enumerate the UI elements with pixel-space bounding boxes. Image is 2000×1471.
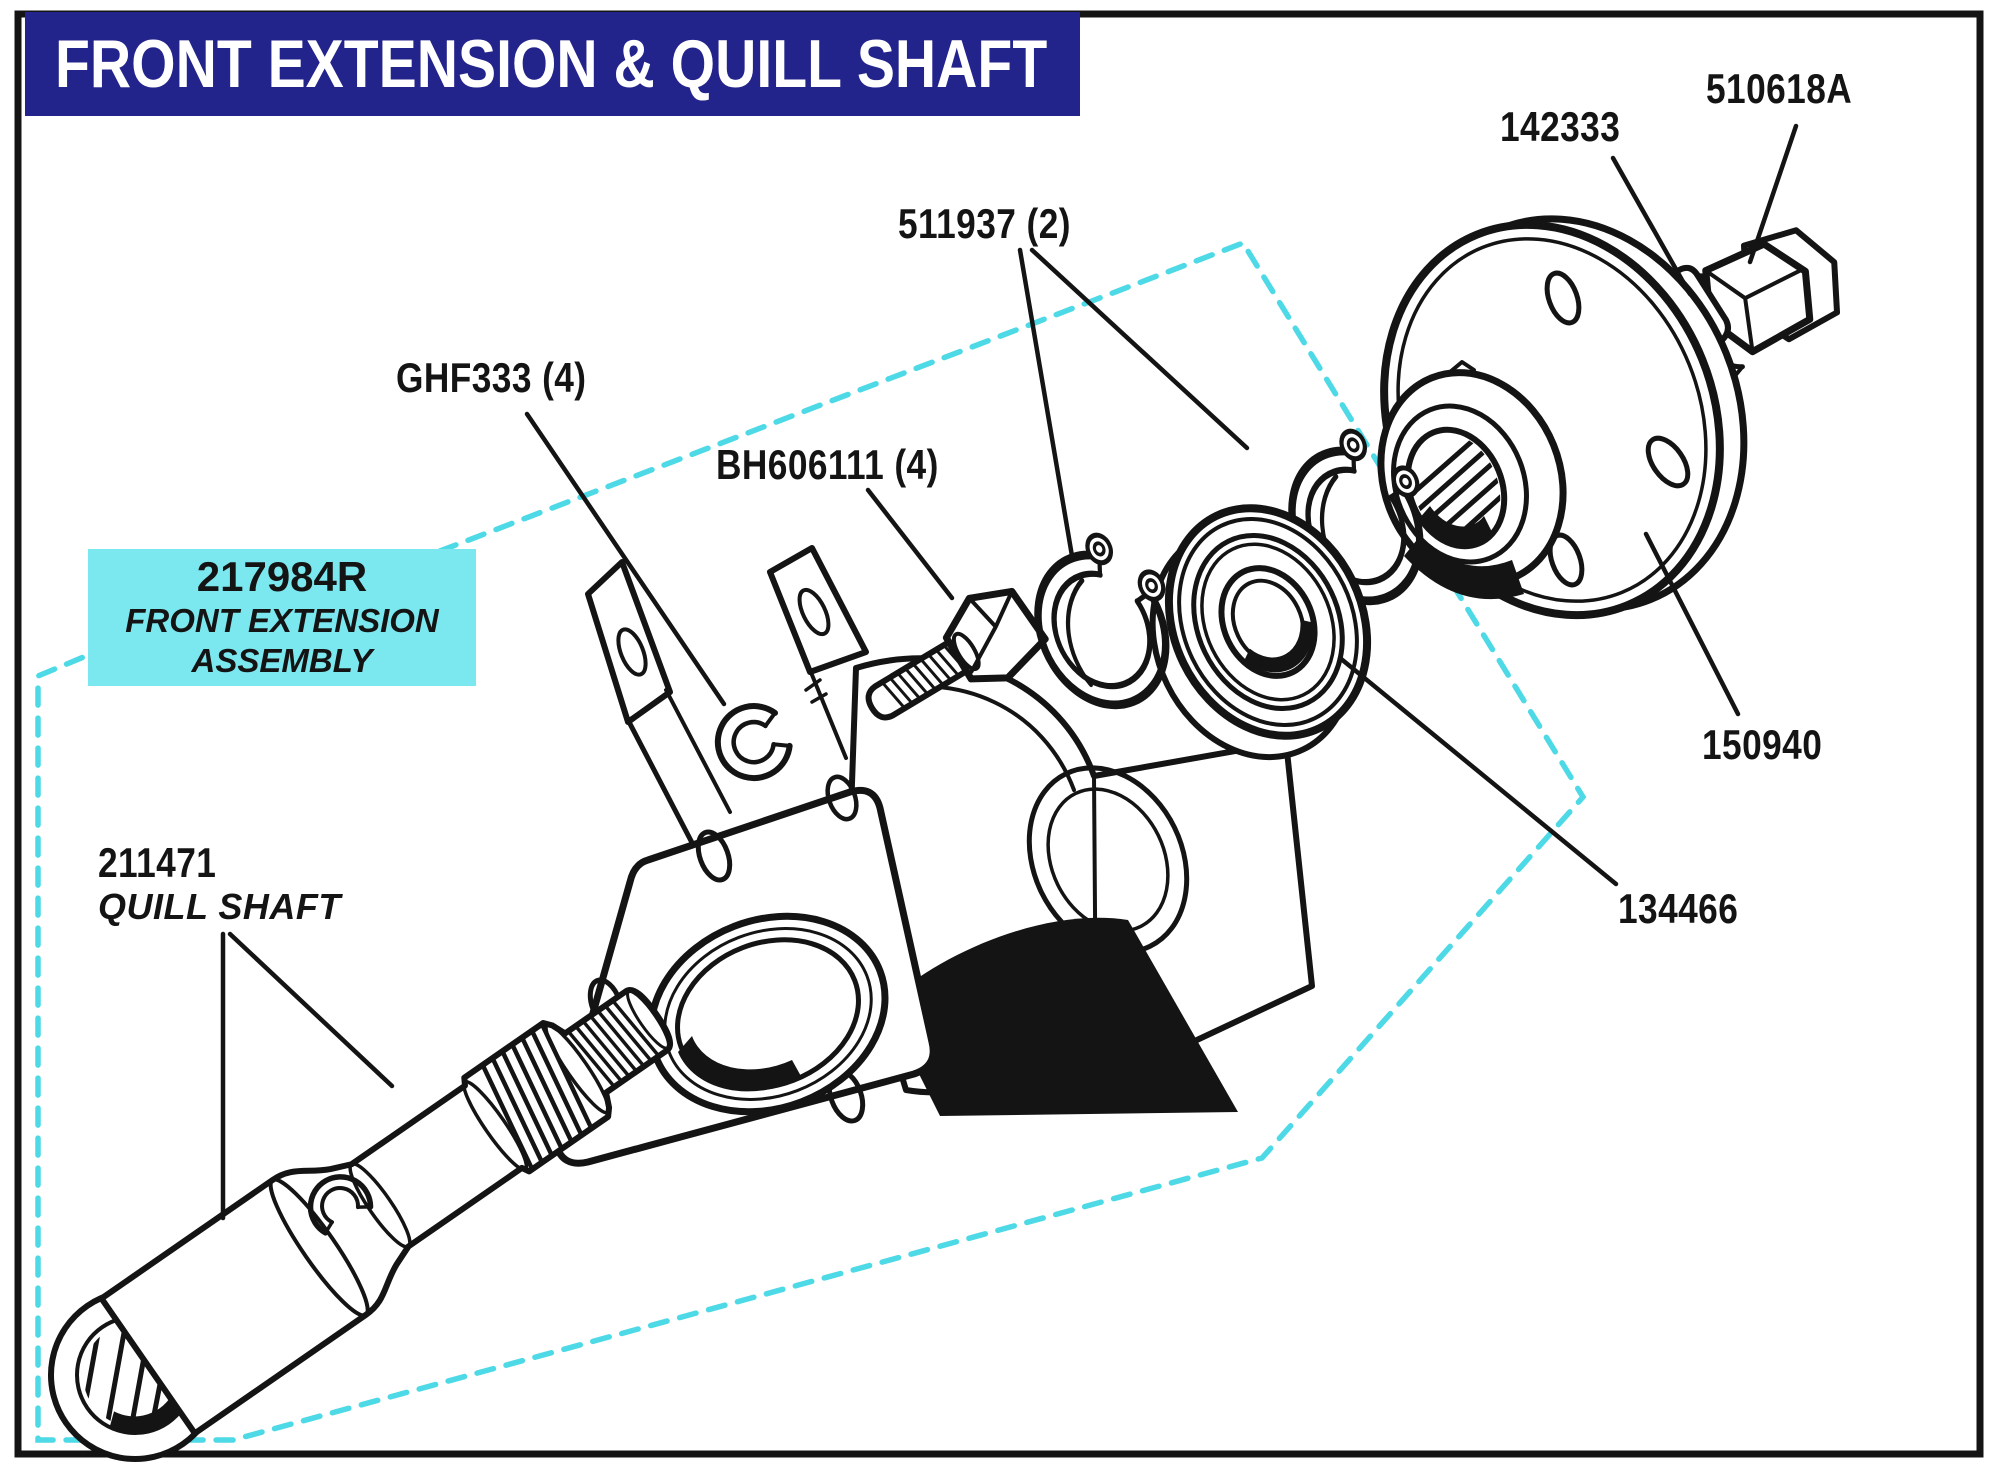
assembly-motion-ticks [804, 678, 828, 704]
label-washers: GHF333 (4) [396, 354, 587, 401]
assembly-name-line2: ASSEMBLY [191, 642, 373, 679]
leader-bolt [865, 487, 955, 601]
leader-bearing [1337, 655, 1619, 887]
label-thrust-washer: 142333 [1500, 103, 1621, 150]
assembly-name-line1: FRONT EXTENSION [125, 602, 439, 639]
assembly-part-number: 217984R [196, 553, 368, 600]
bearing-drawing [1149, 504, 1372, 761]
label-bearing: 134466 [1618, 885, 1739, 932]
label-quill-shaft-number: 211471 [98, 839, 217, 886]
hub-flange-drawing [1377, 215, 1748, 620]
label-circlips: 511937 (2) [898, 200, 1071, 247]
spring-washer-drawing [714, 703, 793, 782]
page-title: FRONT EXTENSION & QUILL SHAFT [55, 26, 1048, 102]
page-title-bar: FRONT EXTENSION & QUILL SHAFT [25, 12, 1080, 116]
label-quill-shaft-name: QUILL SHAFT [98, 886, 341, 927]
leader-quill-shaft-2 [227, 931, 395, 1089]
shaft-clip-drawing [307, 1174, 374, 1236]
bolt-drawing [865, 587, 1049, 721]
leader-circlip-left [1017, 247, 1075, 559]
front-extension-housing-drawing [552, 545, 1315, 1167]
leader-hub [1643, 531, 1741, 717]
leader-nut [1747, 123, 1799, 265]
leader-lines [220, 123, 1799, 1221]
leader-washer-ghf [524, 411, 727, 707]
assembly-callout-box: 217984R FRONT EXTENSION ASSEMBLY [88, 549, 476, 686]
quill-shaft-drawing [48, 987, 673, 1462]
label-hub: 150940 [1702, 721, 1823, 768]
leader-circlip-right [1029, 247, 1250, 451]
circlip-left-drawing [1034, 532, 1170, 710]
nut-drawing [1702, 227, 1841, 356]
label-nut: 510618A [1706, 65, 1853, 112]
assembly-dashed-outline [35, 239, 1587, 1443]
label-bolts: BH606111 (4) [716, 441, 939, 488]
leader-thrust-washer [1610, 155, 1693, 297]
